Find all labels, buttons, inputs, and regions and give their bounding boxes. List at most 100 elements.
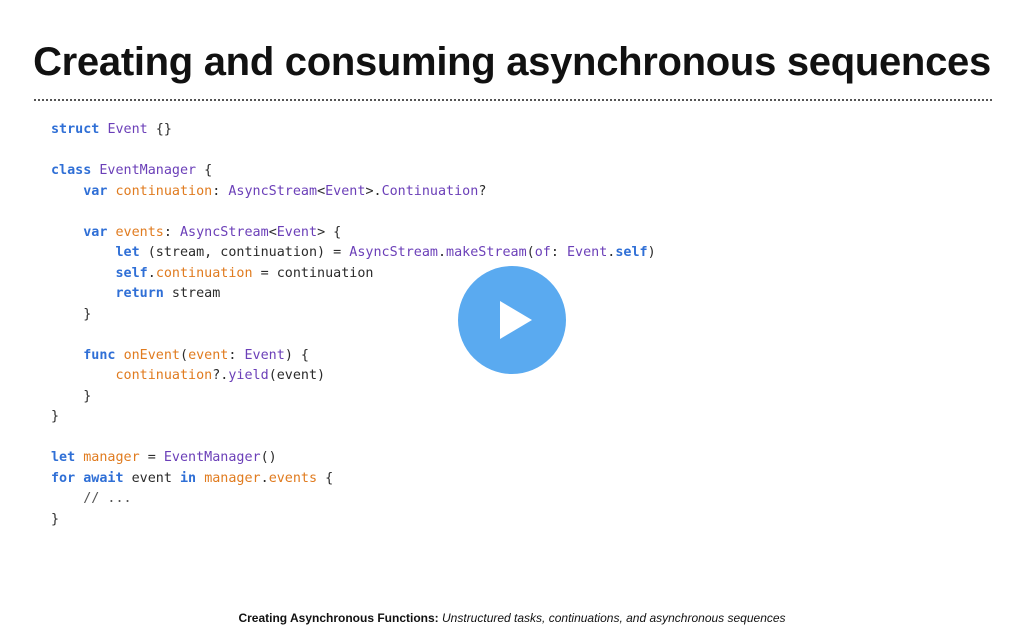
code-token: events [115,224,164,240]
code-token [51,348,83,363]
code-token: >. [365,183,382,199]
code-line: self.continuation = continuation [51,264,656,285]
code-token: Event [566,245,608,260]
code-token: ( [526,245,535,260]
code-token: = continuation [252,265,374,281]
code-token: ) [647,245,656,260]
slide-footer: Creating Asynchronous Functions: Unstruc… [0,611,1024,625]
code-token [51,184,83,199]
code-token: . [260,470,269,486]
code-token: AsyncStream [228,183,318,199]
code-token: ( [180,347,189,363]
code-token: event [123,470,180,486]
code-token [107,225,115,240]
code-token: {} [147,122,172,137]
code-line: continuation?.yield(event) [51,366,656,387]
code-token [51,225,83,240]
code-token [196,471,204,486]
code-line: // ... [51,489,656,510]
footer-session-label: Creating Asynchronous Functions: [238,611,439,625]
code-token: continuation [115,183,213,199]
code-token: let [51,450,76,465]
code-token: . [437,245,447,260]
code-line: for await event in manager.events { [51,469,656,490]
code-token: stream [163,286,221,301]
code-token: class [51,163,92,178]
code-token: yield [228,368,269,383]
code-token: } [51,511,60,527]
code-line [51,428,656,449]
code-token: Event [325,183,366,199]
code-token: ? [478,183,487,199]
code-line: var continuation: AsyncStream<Event>.Con… [51,182,656,203]
code-line [51,141,656,162]
code-token: . [607,245,616,260]
code-line: let (stream, continuation) = AsyncStream… [51,243,656,264]
dotted-divider [34,99,992,101]
code-token: } [51,306,92,322]
code-line: func onEvent(event: Event) { [51,346,656,367]
code-token: < [317,183,326,199]
code-token: in [180,470,197,486]
code-token: } [51,409,60,424]
code-token: . [147,265,156,281]
play-button[interactable] [458,266,566,374]
code-line: } [51,510,656,531]
code-token: onEvent [123,347,180,363]
code-line: } [51,305,656,326]
code-token: // ... [51,491,132,506]
code-token: continuation [115,368,213,383]
code-token: var [83,224,108,240]
code-token: : [212,183,229,199]
code-token: of [534,245,551,260]
code-token: struct [51,122,100,137]
code-token: Continuation [381,183,479,199]
code-token: return [115,286,164,301]
code-token [51,368,116,383]
code-token: func [83,347,116,363]
code-token: = [139,450,164,465]
code-token: (event) [268,368,326,383]
code-token: : [163,224,180,240]
code-token: () [260,450,277,465]
code-token: AsyncStream [180,224,269,240]
code-token: (stream, continuation) = [139,245,350,260]
code-token: Event [107,122,148,137]
code-token: : [228,347,245,363]
code-token [51,286,116,301]
code-line: } [51,387,656,408]
code-line: struct Event {} [51,120,656,141]
code-token: await [83,470,124,486]
code-token: continuation [155,265,253,281]
code-token: Event [276,224,318,240]
code-line: } [51,407,656,428]
code-token: manager [83,450,140,465]
code-token: { [196,163,213,178]
code-token: events [268,470,318,486]
code-token: AsyncStream [349,245,438,260]
code-token: Event [244,347,285,363]
code-token: self [115,265,148,281]
code-line: class EventManager { [51,161,656,182]
code-line: var events: AsyncStream<Event> { [51,223,656,244]
play-icon [500,301,532,339]
code-token [51,245,116,260]
code-token: { [317,470,334,486]
code-token [116,348,124,363]
code-token: for [51,470,76,486]
code-token: < [268,224,277,240]
code-block: struct Event {} class EventManager { var … [51,120,656,530]
code-token: let [115,245,140,260]
code-token: manager [204,470,261,486]
code-token: EventManager [99,163,197,178]
code-token: makeStream [446,245,527,260]
code-token [51,266,116,281]
code-token [107,184,115,199]
code-token: > { [317,224,342,240]
code-token: self [615,245,648,260]
code-token: : [550,245,567,260]
slide-title: Creating and consuming asynchronous sequ… [33,40,991,84]
code-line: let manager = EventManager() [51,448,656,469]
footer-session-subtitle: Unstructured tasks, continuations, and a… [442,611,786,625]
